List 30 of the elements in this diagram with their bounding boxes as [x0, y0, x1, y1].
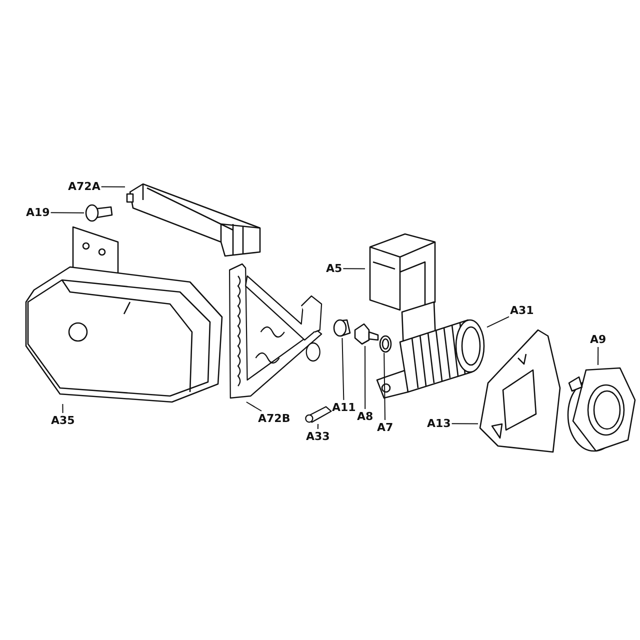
- callout-label: A5: [326, 262, 342, 275]
- cap-drawing: [332, 318, 352, 338]
- leader-line: [364, 346, 366, 410]
- leader-line: [384, 352, 386, 420]
- callout-label: A72B: [258, 412, 290, 425]
- valve-drawing: [352, 322, 380, 346]
- callout-label: A9: [590, 333, 606, 346]
- leader-line: [246, 402, 262, 412]
- callout-label: A19: [26, 206, 50, 219]
- leader-line: [342, 268, 366, 270]
- callout-label: A31: [510, 304, 534, 317]
- pin-drawing: [84, 203, 114, 223]
- callout-label: A8: [357, 410, 374, 423]
- leader-line: [598, 346, 599, 366]
- pin-drawing: [303, 404, 333, 424]
- leader-line: [317, 424, 318, 430]
- callout-label: A33: [306, 430, 330, 443]
- leader-line: [451, 423, 478, 424]
- callout-label: A72A: [68, 180, 100, 193]
- callout-label: A13: [427, 417, 451, 430]
- leader-line: [486, 316, 510, 328]
- callout-label: A35: [51, 414, 75, 427]
- leader-line: [342, 338, 344, 400]
- washer-drawing: [379, 335, 392, 353]
- leader-line: [62, 404, 64, 414]
- callout-label: A11: [332, 401, 356, 414]
- leader-line: [100, 186, 126, 188]
- plate-drawing: [478, 328, 562, 452]
- leader-line: [50, 212, 84, 214]
- callout-label: A7: [377, 421, 394, 434]
